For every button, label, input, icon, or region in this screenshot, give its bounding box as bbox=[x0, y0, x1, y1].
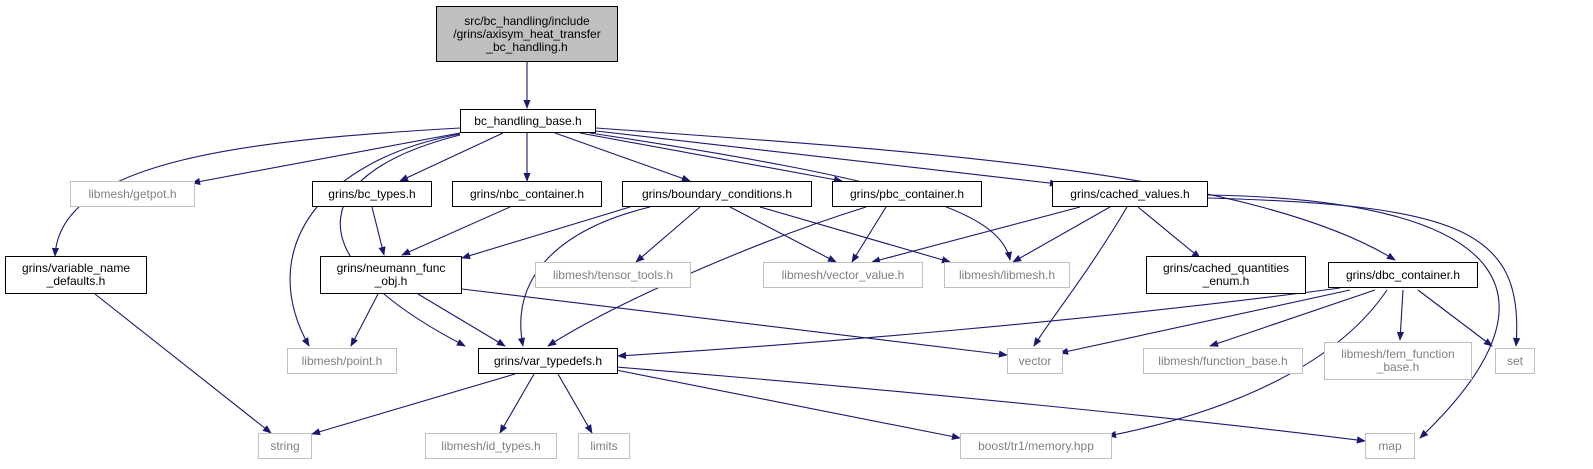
edge-bc-tensor-tools bbox=[635, 206, 701, 263]
node-string: string bbox=[258, 433, 312, 459]
edge-pbc-vector-value bbox=[851, 206, 887, 263]
edge-var-typedefs-boost-memory bbox=[615, 369, 961, 440]
node-libmesh-getpot: libmesh/getpot.h bbox=[70, 181, 195, 207]
node-var-typedefs[interactable]: grins/var_typedefs.h bbox=[478, 348, 618, 374]
node-libmesh-tensor-tools: libmesh/tensor_tools.h bbox=[535, 262, 691, 288]
edge-base-point bbox=[289, 133, 461, 347]
node-cached-values[interactable]: grins/cached_values.h bbox=[1052, 181, 1208, 207]
node-neumann-func-obj[interactable]: grins/neumann_func _obj.h bbox=[320, 256, 462, 294]
edge-base-variable-name-defaults bbox=[51, 127, 461, 257]
node-vector: vector bbox=[1007, 348, 1063, 374]
edge-bc-neumann bbox=[461, 206, 631, 260]
edge-bc-types-neumann bbox=[371, 206, 386, 256]
edge-pbc-var-typedefs bbox=[547, 206, 867, 347]
edge-cached-quantities bbox=[1137, 206, 1201, 259]
edge-bc-var-typedefs bbox=[517, 206, 651, 347]
edge-cached-vector-value bbox=[871, 206, 1081, 264]
edge-dbc-function-base bbox=[1209, 289, 1376, 347]
edge-varname-string bbox=[94, 293, 272, 434]
node-boundary-conditions[interactable]: grins/boundary_conditions.h bbox=[622, 181, 812, 207]
node-libmesh-point: libmesh/point.h bbox=[287, 348, 397, 374]
edge-bc-libmesh bbox=[759, 206, 951, 264]
node-map: map bbox=[1365, 433, 1415, 459]
node-limits: limits bbox=[578, 433, 630, 459]
edge-base-pbc-container bbox=[579, 132, 843, 184]
edge-cached-vector bbox=[1033, 206, 1128, 347]
edge-var-typedefs-string bbox=[311, 373, 516, 436]
edge-dbc-boost-memory bbox=[1107, 289, 1388, 438]
node-libmesh-function-base: libmesh/function_base.h bbox=[1143, 348, 1303, 374]
node-set: set bbox=[1495, 348, 1535, 374]
edge-base-dbc-container bbox=[595, 127, 1396, 261]
edge-var-typedefs-id-types bbox=[499, 373, 535, 434]
node-libmesh-vector-value: libmesh/vector_value.h bbox=[763, 262, 923, 288]
node-cached-quantities-enum[interactable]: grins/cached_quantities _enum.h bbox=[1146, 256, 1306, 294]
node-boost-memory: boost/tr1/memory.hpp bbox=[960, 433, 1112, 459]
edge-var-typedefs-map bbox=[615, 366, 1366, 444]
node-libmesh-fem-function-base: libmesh/fem_function _base.h bbox=[1324, 342, 1472, 380]
edge-neumann-vector bbox=[461, 288, 1008, 358]
edge-neumann-point bbox=[350, 293, 379, 347]
edge-nbc-container-neumann bbox=[401, 206, 511, 256]
node-root-header[interactable]: src/bc_handling/include /grins/axisym_he… bbox=[436, 6, 618, 62]
node-libmesh-libmesh: libmesh/libmesh.h bbox=[944, 262, 1070, 288]
edge-cached-map bbox=[1207, 194, 1500, 439]
edge-base-bc-types bbox=[399, 132, 504, 182]
edge-var-typedefs-limits bbox=[557, 373, 593, 434]
edge-base-getpot bbox=[191, 132, 461, 186]
edge-base-var-typedefs bbox=[339, 134, 466, 347]
edge-dbc-fem-function-base bbox=[1396, 289, 1405, 341]
node-libmesh-id-types: libmesh/id_types.h bbox=[425, 433, 557, 459]
edge-cached-libmesh bbox=[1012, 206, 1111, 263]
edge-base-cached-values bbox=[595, 130, 1059, 187]
node-bc-types[interactable]: grins/bc_types.h bbox=[312, 181, 432, 207]
node-bc-handling-base[interactable]: bc_handling_base.h bbox=[460, 109, 596, 133]
node-nbc-container[interactable]: grins/nbc_container.h bbox=[452, 181, 602, 207]
node-dbc-container[interactable]: grins/dbc_container.h bbox=[1328, 262, 1478, 288]
edge-dbc-var-typedefs bbox=[617, 287, 1341, 360]
edge-cached-set bbox=[1207, 197, 1521, 347]
node-pbc-container[interactable]: grins/pbc_container.h bbox=[832, 181, 982, 207]
edge-neumann-var-typedefs bbox=[417, 293, 506, 347]
edge-dbc-set bbox=[1417, 289, 1493, 347]
edge-dbc-vector bbox=[1059, 289, 1351, 355]
node-variable-name-defaults[interactable]: grins/variable_name _defaults.h bbox=[5, 256, 147, 294]
edge-bc-vector-value bbox=[729, 206, 837, 263]
dependency-edges bbox=[51, 62, 1521, 444]
edge-base-boundary-conditions bbox=[554, 132, 691, 182]
